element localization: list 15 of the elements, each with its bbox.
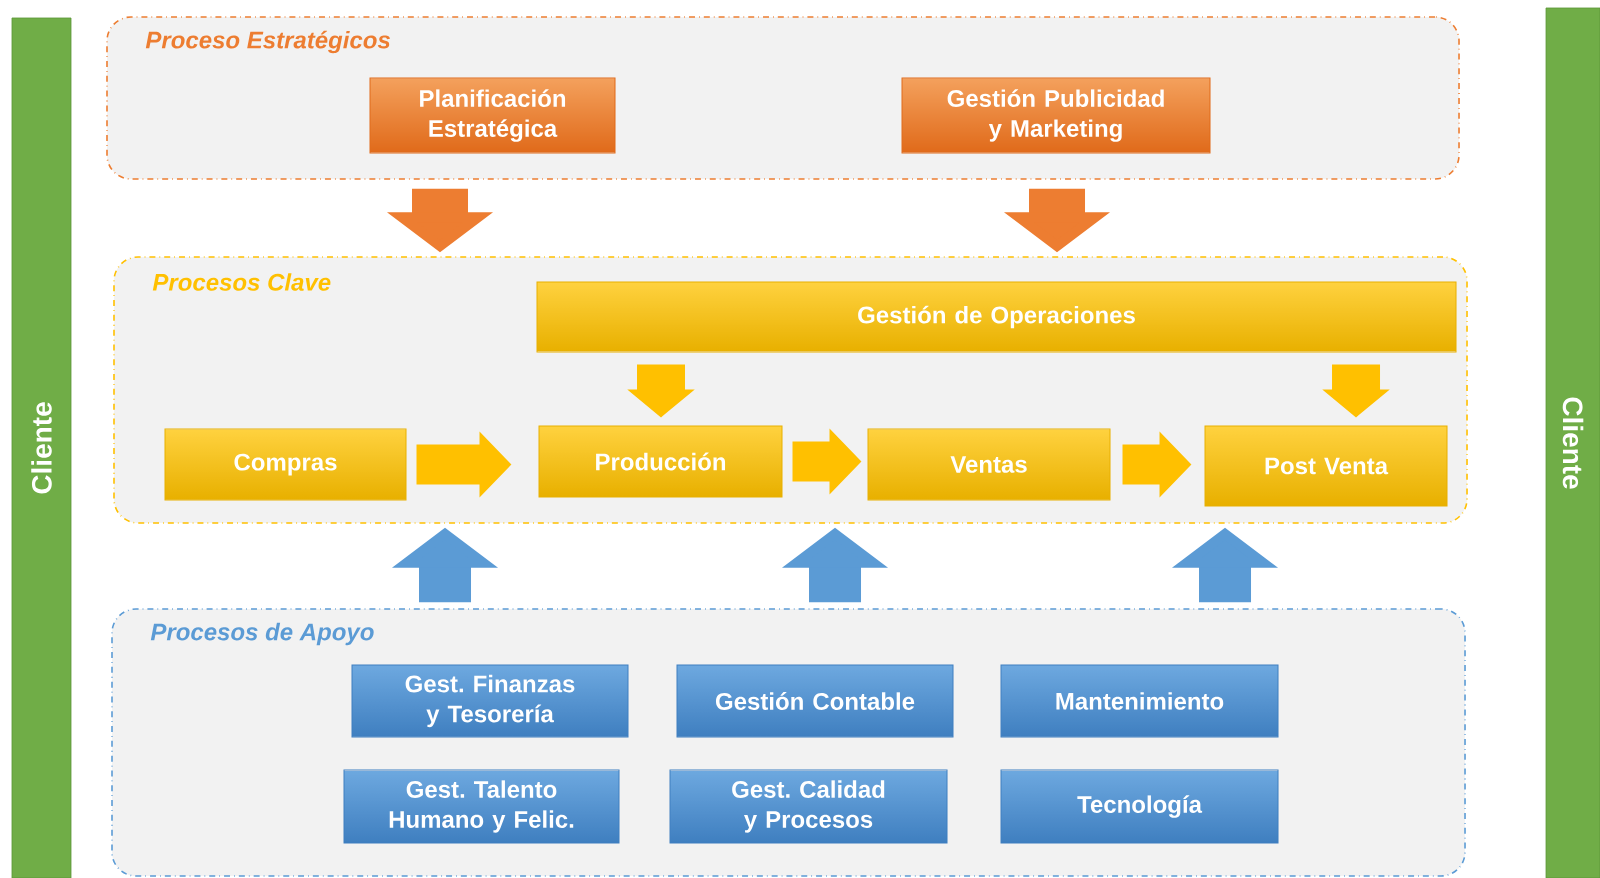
process-box: Tecnología [1000,769,1279,844]
process-box: Post Venta [1204,425,1448,507]
process-box: Gestión Publicidad y Marketing [901,77,1211,154]
process-box: Mantenimiento [1000,664,1279,738]
process-box: Gestión Contable [676,664,954,738]
customer-bar: Cliente [11,17,72,878]
process-box: Compras [164,428,407,501]
process-box: Ventas [867,428,1111,501]
process-box: Producción [538,425,783,498]
process-box: Gest. Talento Humano y Felic. [343,769,620,844]
process-box: Gest. Finanzas y Tesorería [351,664,629,738]
customer-bar: Cliente [1545,7,1600,878]
process-box: Gestión de Operaciones [536,281,1457,353]
process-box: Planificación Estratégica [369,77,616,154]
process-box: Gest. Calidad y Procesos [669,769,948,844]
